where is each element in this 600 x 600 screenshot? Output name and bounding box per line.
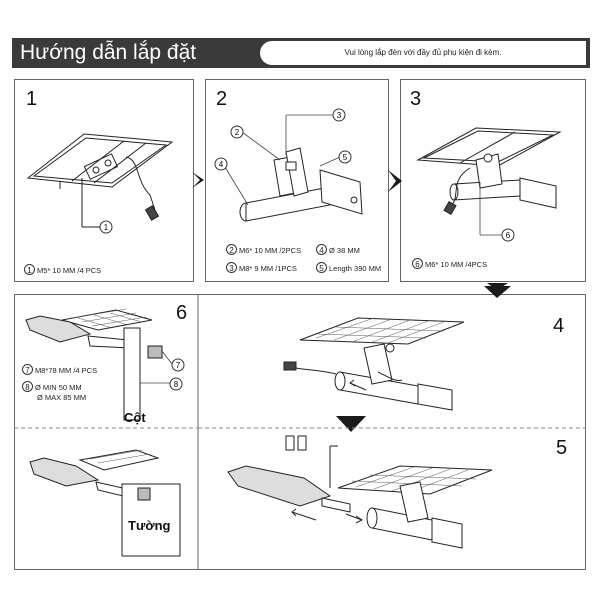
step3-spec-text: M6* 10 MM /4PCS bbox=[425, 260, 488, 269]
header-bar: Hướng dẫn lắp đặt Vui lòng lắp đèn với đ… bbox=[12, 38, 590, 68]
step1-number: 1 bbox=[26, 88, 38, 110]
arrow-down-icon bbox=[336, 416, 366, 432]
step2-callout-3: 3 bbox=[337, 111, 342, 120]
header-note: Vui lòng lắp đèn với đầy đủ phụ kiện đi … bbox=[260, 41, 586, 65]
step4-number: 4 bbox=[553, 315, 565, 337]
spec-callout-8: 8 bbox=[22, 381, 33, 392]
step6-number: 6 bbox=[176, 302, 188, 324]
step1-callout-1: 1 bbox=[104, 223, 109, 232]
step6-callout-8: 8 bbox=[174, 380, 179, 389]
step3-callout-6: 6 bbox=[506, 231, 511, 240]
arrow-right-icon bbox=[192, 172, 204, 188]
step1-solar-panel bbox=[26, 133, 174, 228]
step4-assembly bbox=[283, 317, 465, 411]
step2-bracket bbox=[239, 147, 363, 222]
arrow-down-icon bbox=[484, 286, 511, 298]
step2-spec-a-text: M6* 10 MM /2PCS bbox=[239, 246, 302, 255]
arrow-down-icon bbox=[487, 283, 508, 290]
page-title: Hướng dẫn lắp đặt bbox=[20, 41, 197, 64]
step6-spec-b2-text: Ø MAX 85 MM bbox=[37, 393, 87, 402]
step3-solar-assembly bbox=[416, 127, 562, 216]
step2-callout-5: 5 bbox=[343, 153, 348, 162]
step2-callout-2: 2 bbox=[235, 128, 240, 137]
step3-number: 3 bbox=[410, 88, 422, 110]
step2-callout-4: 4 bbox=[219, 160, 224, 169]
step6-wall-light bbox=[29, 449, 181, 557]
spec-callout-2: 2 bbox=[226, 244, 237, 255]
spec-callout-5: 5 bbox=[316, 262, 327, 273]
spec-callout-1: 1 bbox=[24, 264, 35, 275]
step6-spec-a-text: M8*78 MM /4 PCS bbox=[35, 366, 98, 375]
step5-assembly bbox=[227, 435, 493, 549]
step6-callout-7: 7 bbox=[176, 361, 181, 370]
step2-spec-d-text: Length 390 MM bbox=[329, 264, 382, 273]
step6-pole-light bbox=[25, 308, 163, 421]
spec-callout-7: 7 bbox=[22, 364, 33, 375]
wall-label: Tường bbox=[128, 518, 171, 533]
arrow-right-icon bbox=[388, 170, 402, 192]
spec-callout-4: 4 bbox=[316, 244, 327, 255]
pole-label: Cột bbox=[124, 410, 146, 425]
spec-callout-3: 3 bbox=[226, 262, 237, 273]
spec-callout-6: 6 bbox=[412, 258, 423, 269]
step2-spec-b-text: M8* 9 MM /1PCS bbox=[239, 264, 297, 273]
step2-spec-c-text: Ø 38 MM bbox=[329, 246, 360, 255]
step6-spec-b1-text: Ø MIN 50 MM bbox=[35, 383, 82, 392]
step1-spec-text: M5* 10 MM /4 PCS bbox=[37, 266, 102, 275]
step5-number: 5 bbox=[556, 437, 568, 459]
step2-number: 2 bbox=[216, 88, 228, 110]
